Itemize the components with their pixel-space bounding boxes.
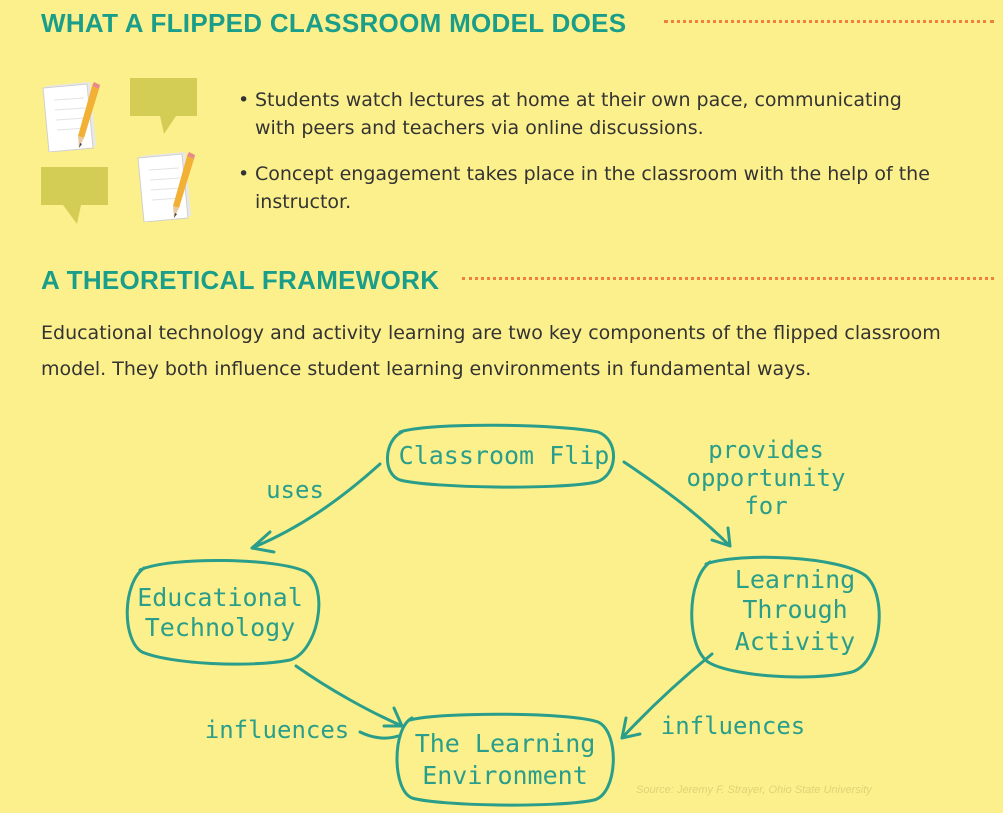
node-classroom-flip: Classroom Flip [399, 441, 610, 470]
bullet-text: Concept engagement takes place in the cl… [255, 163, 930, 213]
node-learning-through-activity-line-3: Activity [735, 627, 855, 656]
speech-bubble-icon [41, 167, 109, 225]
node-outline-classroom-flip [386, 423, 615, 489]
dotted-divider [664, 20, 994, 23]
section-title-flipped-model: WHAT A FLIPPED CLASSROOM MODEL DOES [41, 8, 627, 38]
notepad-pencil-icon [135, 150, 200, 223]
framework-diagram: Classroom Flip Educational Technology Le… [125, 423, 881, 807]
speech-bubble-icon [130, 78, 198, 136]
node-learning-environment-line-1: The Learning [415, 729, 596, 758]
node-outline-learning-environment [395, 712, 615, 807]
edge-label-provides-line-2: opportunity [687, 464, 846, 492]
edge-label-provides-line-1: provides [708, 436, 824, 464]
arrow-influences-left [294, 664, 404, 728]
node-learning-through-activity-line-1: Learning [735, 565, 855, 594]
edge-label-influences-left: influences [205, 716, 350, 744]
node-educational-technology-line-2: Technology [145, 613, 296, 642]
notepad-pencil-icon [40, 80, 105, 153]
bullet-list: •Students watch lectures at home at thei… [238, 86, 938, 234]
bullet-item: •Concept engagement takes place in the c… [238, 160, 938, 216]
arrow-provides [622, 460, 732, 548]
node-learning-environment-line-2: Environment [422, 761, 588, 790]
framework-intro: Educational technology and activity lear… [41, 322, 941, 380]
edge-label-provides-line-3: for [744, 492, 787, 520]
arrow-influences-right [620, 652, 714, 740]
node-learning-through-activity-line-2: Through [742, 595, 847, 624]
arrow-uses [250, 462, 382, 550]
edge-label-influences-right: influences [661, 712, 806, 740]
bullet-text: Students watch lectures at home at their… [255, 89, 902, 139]
bullet-item: •Students watch lectures at home at thei… [238, 86, 938, 142]
node-educational-technology-line-1: Educational [137, 583, 303, 612]
section-title-framework: A THEORETICAL FRAMEWORK [41, 265, 440, 295]
bullet-dot: • [238, 163, 250, 185]
edge-label-uses: uses [266, 476, 324, 504]
node-outline-educational-technology [125, 559, 321, 666]
bullet-dot: • [238, 89, 250, 111]
node-outline-learning-through-activity [690, 555, 881, 679]
source-credit: Source: Jeremy F. Strayer, Ohio State Un… [636, 784, 872, 796]
dotted-divider [462, 277, 994, 280]
